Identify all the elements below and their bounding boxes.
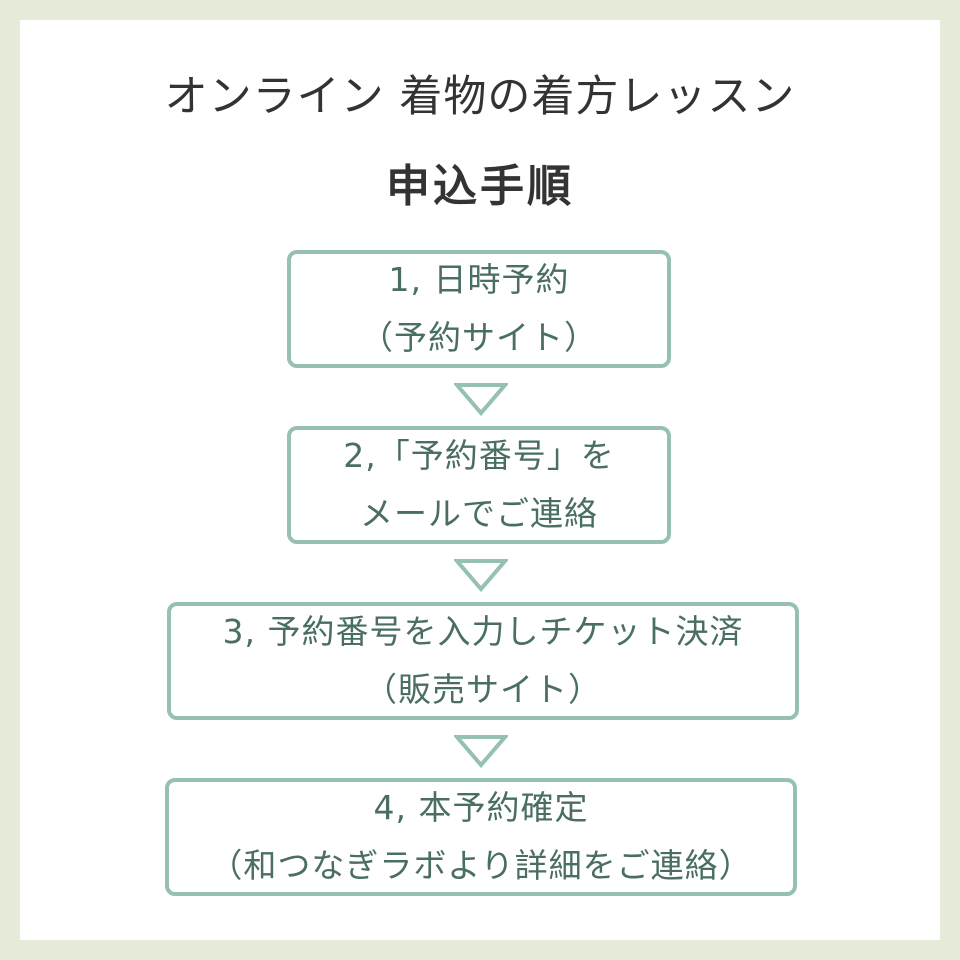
page-subtitle: 申込手順 [386,161,574,212]
step-3-title: 3, 予約番号を入力しチケット決済 [222,612,744,651]
page-title: オンライン 着物の着方レッスン [164,72,796,122]
step-3-box: 3, 予約番号を入力しチケット決済 （販売サイト） [167,602,799,720]
step-4-title: 4, 本予約確定 [373,788,589,827]
step-4-detail: （和つなぎラボより詳細をご連絡） [209,846,753,885]
step-2-detail: メールでご連絡 [360,494,598,533]
step-2-box: 2,「予約番号」を メールでご連絡 [287,426,671,544]
step-3-detail: （販売サイト） [364,670,602,709]
step-4-box: 4, 本予約確定 （和つなぎラボより詳細をご連絡） [165,778,797,896]
step-1-detail: （予約サイト） [360,318,598,357]
step-1-title: 1, 日時予約 [388,260,570,299]
step-1-box: 1, 日時予約 （予約サイト） [287,250,671,368]
step-2-title: 2,「予約番号」を [343,436,615,475]
